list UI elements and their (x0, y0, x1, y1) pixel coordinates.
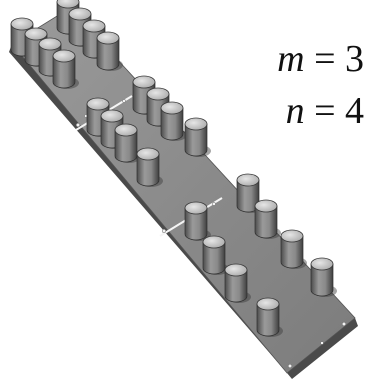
cylinder (256, 297, 283, 337)
cylinder (184, 201, 211, 241)
hole (161, 228, 167, 234)
cylinder (96, 31, 123, 71)
parameter-m-operator: = (314, 38, 336, 80)
parameter-m-value: 3 (345, 38, 364, 80)
hole (320, 341, 324, 345)
cylinder (280, 229, 307, 269)
hole (212, 202, 216, 206)
cylinder-array (10, 0, 337, 337)
parameter-n-value: 4 (345, 90, 364, 132)
parameter-n-variable: n (285, 90, 305, 132)
hole (122, 99, 126, 103)
parameter-n-operator: = (314, 90, 336, 132)
parameter-m-variable: m (277, 38, 305, 80)
cylinder (202, 235, 229, 275)
cylinder (310, 257, 337, 297)
parameter-m-label: m = 3 (277, 40, 364, 78)
hole (75, 122, 81, 128)
cylinder (136, 147, 163, 187)
cylinder (160, 101, 187, 141)
hole (287, 363, 293, 369)
cylinder (52, 49, 79, 89)
parameter-n-label: n = 4 (286, 92, 364, 130)
hole (341, 321, 347, 327)
cylinder (114, 123, 141, 163)
cylinder (224, 263, 251, 303)
cylinder (184, 117, 211, 157)
cylinder (254, 199, 281, 239)
